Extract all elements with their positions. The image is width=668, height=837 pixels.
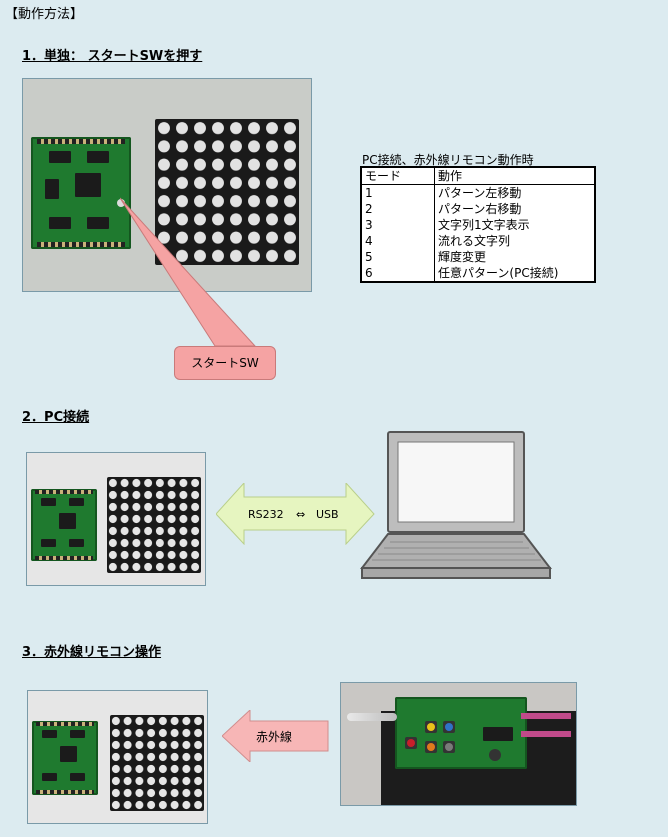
page-title: 【動作方法】 xyxy=(5,7,84,22)
ir-arrow-label: 赤外線 xyxy=(256,729,292,744)
section-2-heading: 2．PC接続 xyxy=(22,410,90,425)
led-matrix xyxy=(107,477,201,573)
led-matrix-dots xyxy=(110,715,204,811)
start-sw-callout: スタートSW xyxy=(174,346,276,380)
table-cell-action: 任意パターン(PC接続) xyxy=(434,265,596,283)
arrow-label-usb: USB xyxy=(316,508,339,521)
table-row: 4 流れる文字列 xyxy=(360,233,596,249)
section-1-heading: 1．単独： スタートSWを押す xyxy=(22,49,203,64)
pcb-board xyxy=(31,137,131,249)
pcb-board xyxy=(32,721,98,795)
led-matrix xyxy=(155,119,299,265)
table-cell-action: パターン右移動 xyxy=(434,201,596,217)
table-cell-action: 流れる文字列 xyxy=(434,233,596,249)
arrow-symbol: ⇔ xyxy=(296,508,305,521)
mode-table: モード 動作 1 パターン左移動 2 パターン右移動 3 文字列1文字表示 4 … xyxy=(360,166,596,283)
table-row: 2 パターン右移動 xyxy=(360,201,596,217)
mode-table-caption: PC接続、赤外線リモコン動作時 xyxy=(362,153,534,167)
table-cell-mode: 4 xyxy=(360,233,435,249)
table-header-action: 動作 xyxy=(434,166,596,185)
photo-ir-remote xyxy=(340,682,577,806)
ir-led xyxy=(347,713,397,721)
table-row: 5 輝度変更 xyxy=(360,249,596,265)
table-row: 3 文字列1文字表示 xyxy=(360,217,596,233)
section-3-heading: 3．赤外線リモコン操作 xyxy=(22,645,162,660)
table-cell-action: 文字列1文字表示 xyxy=(434,217,596,233)
photo-board-start-sw xyxy=(22,78,312,292)
table-cell-action: 輝度変更 xyxy=(434,249,596,265)
table-cell-mode: 1 xyxy=(360,184,435,201)
table-cell-mode: 3 xyxy=(360,217,435,233)
laptop-icon xyxy=(360,431,553,579)
table-header-mode: モード xyxy=(360,166,435,185)
led-matrix-dots xyxy=(155,119,299,265)
table-header-row: モード 動作 xyxy=(360,166,596,185)
pcb-board xyxy=(31,489,97,561)
table-row: 6 任意パターン(PC接続) xyxy=(360,265,596,283)
double-arrow-icon: RS232 ⇔ USB xyxy=(216,483,375,545)
photo-board-ir xyxy=(27,690,208,824)
remote-pcb xyxy=(395,697,527,769)
table-cell-mode: 5 xyxy=(360,249,435,265)
table-row: 1 パターン左移動 xyxy=(360,184,596,201)
led-matrix-dots xyxy=(107,477,201,573)
led-matrix xyxy=(110,715,204,811)
table-cell-action: パターン左移動 xyxy=(434,184,596,201)
table-cell-mode: 2 xyxy=(360,201,435,217)
left-arrow-icon: 赤外線 xyxy=(222,710,329,762)
table-cell-mode: 6 xyxy=(360,265,435,283)
photo-board-pc xyxy=(26,452,206,586)
arrow-label-rs232: RS232 xyxy=(248,508,284,521)
